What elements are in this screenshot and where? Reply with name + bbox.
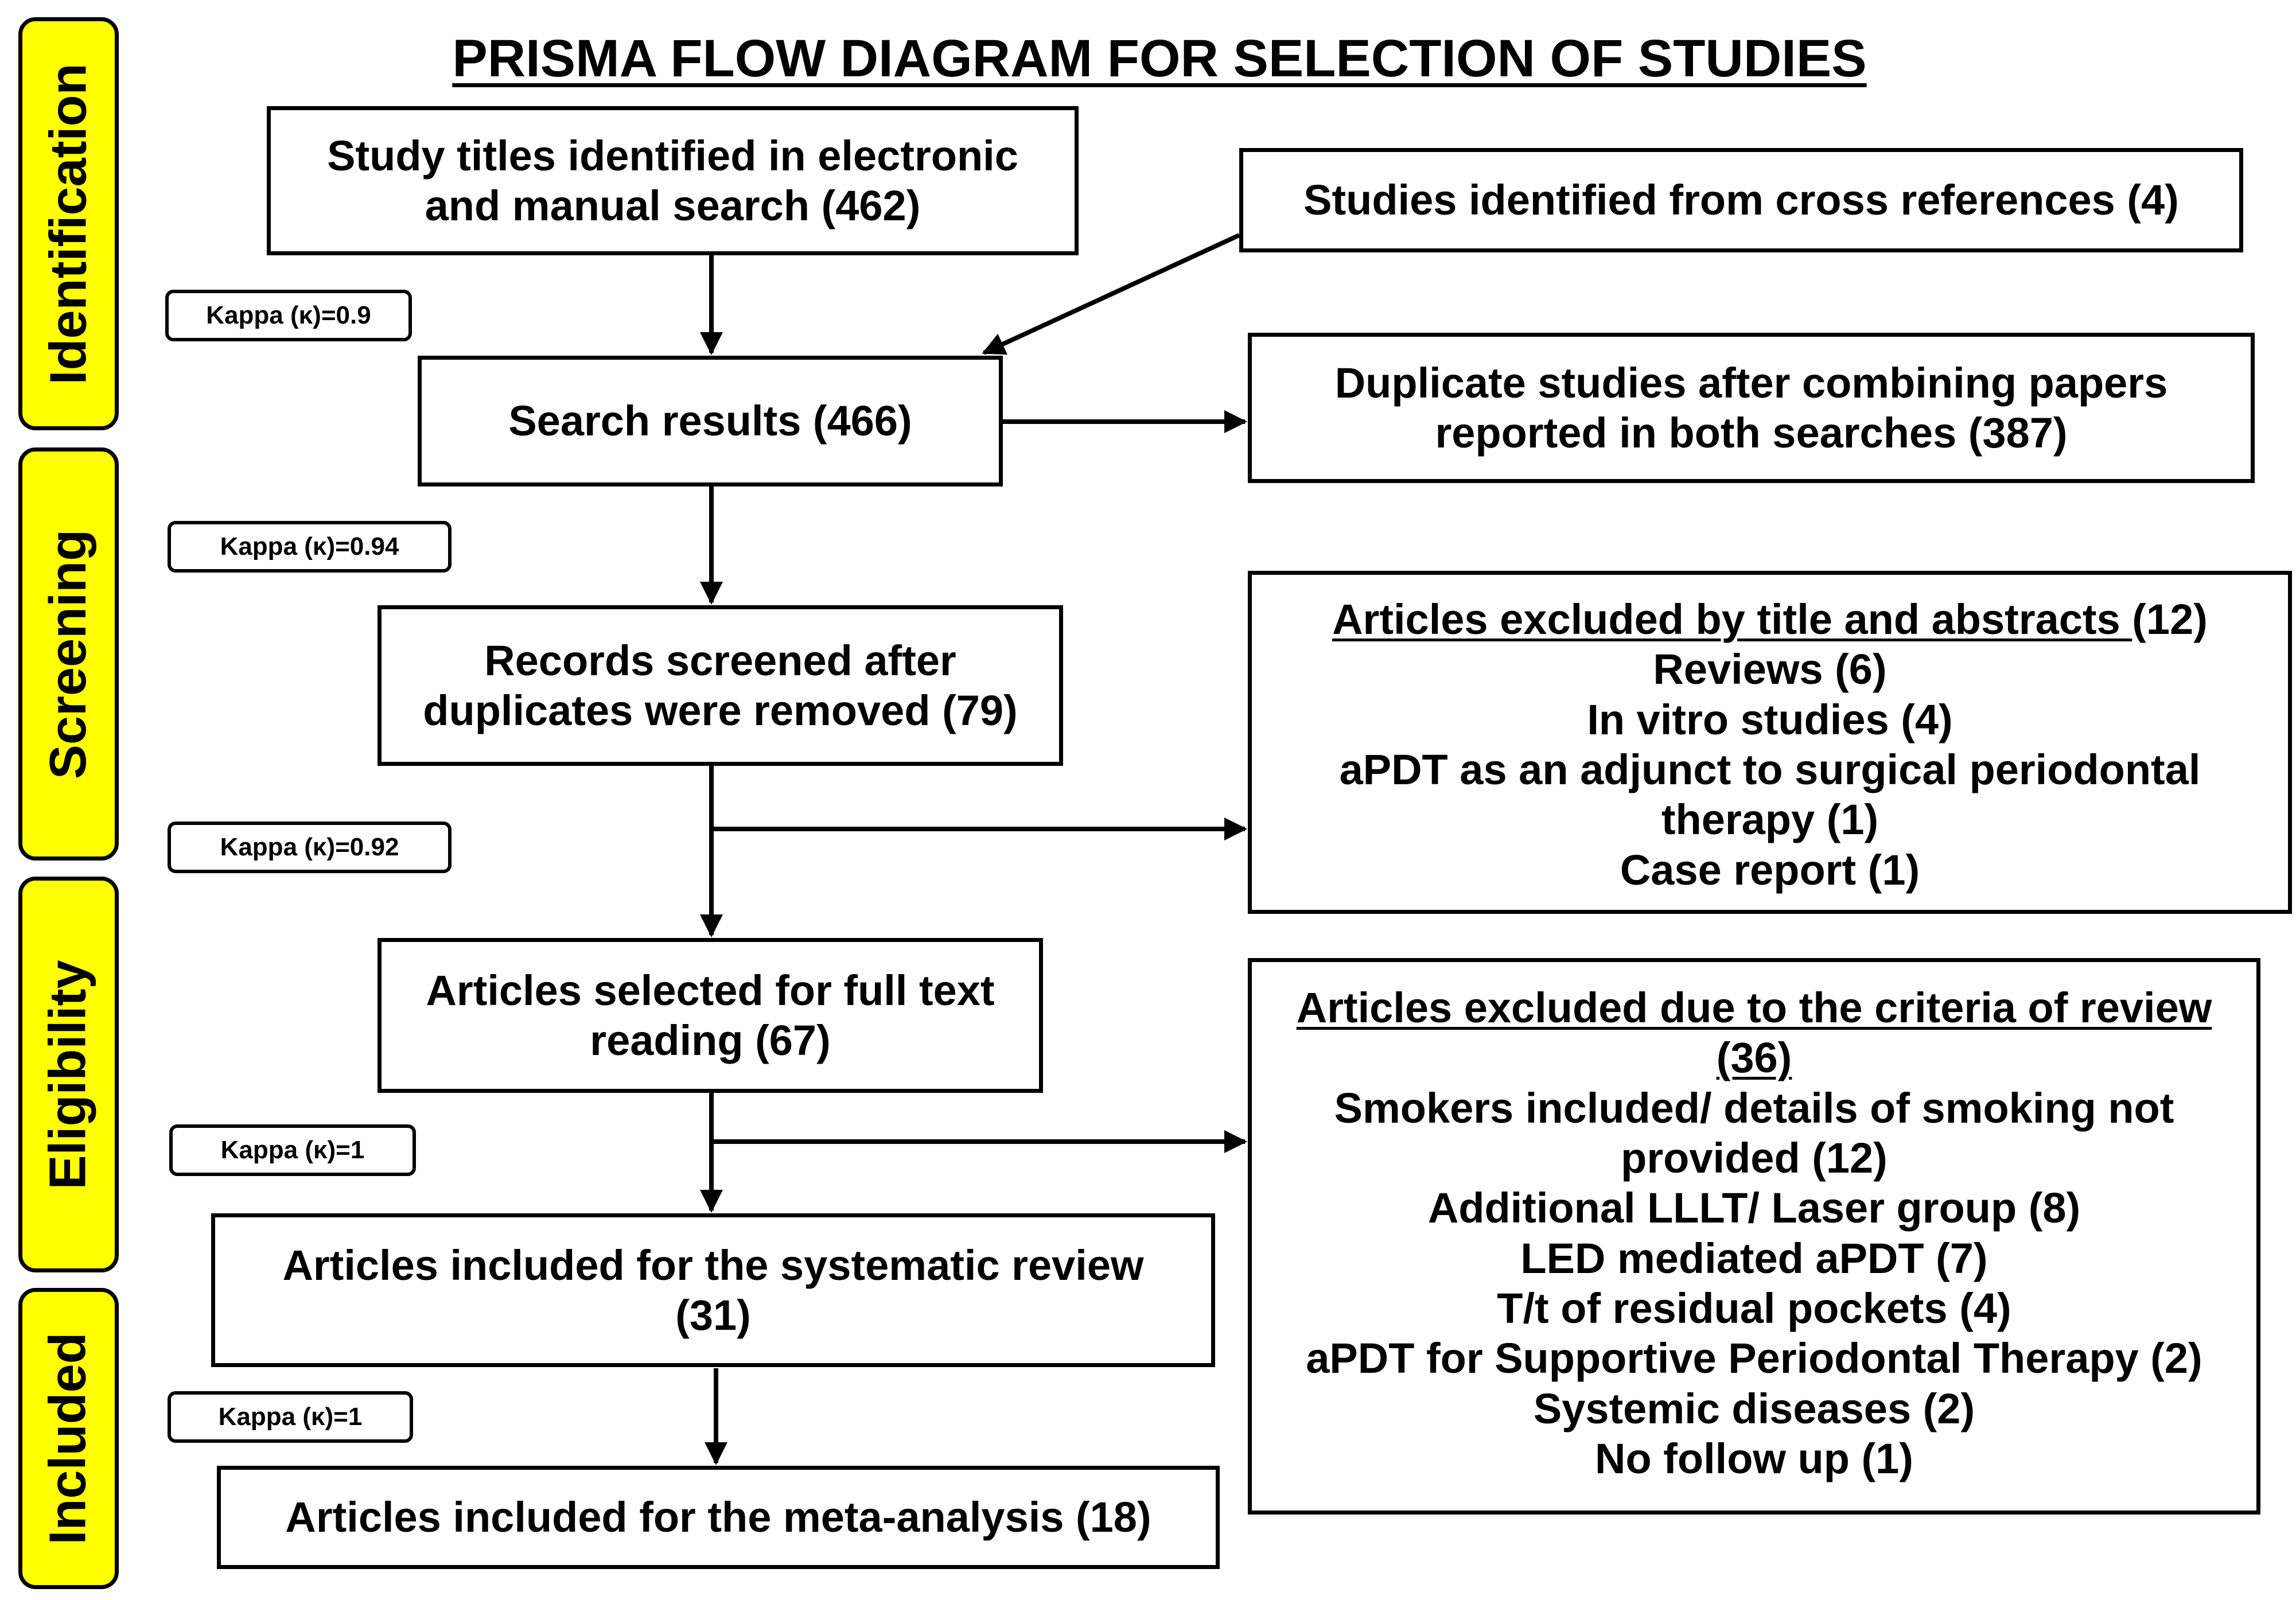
excluded-title-item: aPDT as an adjunct to surgical periodont… <box>1339 745 2201 793</box>
excluded-title-heading: Articles excluded by title and abstracts <box>1332 595 2132 643</box>
stage-identification: Identification <box>18 17 119 430</box>
kappa-badge-fulltext: Kappa (κ)=1 <box>169 1124 416 1176</box>
excluded-criteria-item: No follow up (1) <box>1595 1434 1913 1482</box>
box-systematic-review: Articles included for the systematic rev… <box>211 1213 1215 1367</box>
study-titles-line2: and manual search (462) <box>425 182 921 229</box>
excluded-title-count: (12) <box>2132 595 2208 643</box>
kappa-badge-review: Kappa (κ)=1 <box>168 1391 413 1443</box>
excluded-criteria-heading: Articles excluded due to the criteria of… <box>1296 984 2212 1031</box>
box-excluded-criteria: Articles excluded due to the criteria of… <box>1248 958 2260 1515</box>
search-results-text: Search results (466) <box>508 397 912 445</box>
excluded-criteria-item: Additional LLLT/ Laser group (8) <box>1427 1184 2081 1232</box>
excluded-criteria-count: (36) <box>1716 1034 1792 1082</box>
box-duplicates: Duplicate studies after combining papers… <box>1248 333 2255 483</box>
box-meta-analysis: Articles included for the meta-analysis … <box>217 1466 1220 1569</box>
box-cross-references: Studies identified from cross references… <box>1239 148 2243 252</box>
diagram-title: PRISMA FLOW DIAGRAM FOR SELECTION OF STU… <box>452 29 1867 88</box>
excluded-title-item: Case report (1) <box>1620 846 1920 894</box>
excluded-criteria-item: provided (12) <box>1621 1134 1888 1182</box>
box-search-results: Search results (466) <box>418 356 1003 486</box>
stage-included: Included <box>18 1288 119 1589</box>
excluded-criteria-item: Systemic diseases (2) <box>1533 1384 1975 1432</box>
full-text-line1: Articles selected for full text <box>426 966 995 1014</box>
box-excluded-title-abstract: Articles excluded by title and abstracts… <box>1248 571 2292 914</box>
duplicates-line2: reported in both searches (387) <box>1435 409 2068 457</box>
kappa-badge-records: Kappa (κ)=0.92 <box>168 822 452 873</box>
excluded-title-item: therapy (1) <box>1661 796 1879 844</box>
excluded-title-item: Reviews (6) <box>1653 645 1887 694</box>
excluded-criteria-item: LED mediated aPDT (7) <box>1520 1234 1988 1282</box>
meta-analysis-text: Articles included for the meta-analysis … <box>285 1493 1151 1541</box>
systematic-review-line2: (31) <box>675 1291 751 1339</box>
excluded-title-item: In vitro studies (4) <box>1587 695 1953 743</box>
stage-screening: Screening <box>18 447 119 861</box>
systematic-review-line1: Articles included for the systematic rev… <box>282 1241 1144 1289</box>
stage-eligibility: Eligibility <box>18 877 119 1272</box>
box-full-text: Articles selected for full text reading … <box>378 938 1043 1093</box>
full-text-line2: reading (67) <box>590 1017 831 1064</box>
excluded-criteria-item: T/t of residual pockets (4) <box>1497 1284 2011 1332</box>
cross-references-text: Studies identified from cross references… <box>1303 176 2179 224</box>
arrow-crossref-to-search <box>982 233 1240 355</box>
kappa-badge-identification: Kappa (κ)=0.9 <box>165 290 412 341</box>
box-study-titles: Study titles identified in electronic an… <box>267 106 1079 255</box>
excluded-criteria-item: aPDT for Supportive Periodontal Therapy … <box>1306 1334 2202 1383</box>
kappa-badge-screening: Kappa (κ)=0.94 <box>168 521 452 573</box>
excluded-title-heading-row: Articles excluded by title and abstracts… <box>1332 594 2208 644</box>
study-titles-line1: Study titles identified in electronic <box>327 131 1018 180</box>
duplicates-line1: Duplicate studies after combining papers <box>1334 359 2168 407</box>
records-screened-line2: duplicates were removed (79) <box>423 687 1018 734</box>
box-records-screened: Records screened after duplicates were r… <box>378 605 1063 766</box>
records-screened-line1: Records screened after <box>484 636 956 684</box>
excluded-criteria-item: Smokers included/ details of smoking not <box>1334 1084 2174 1132</box>
